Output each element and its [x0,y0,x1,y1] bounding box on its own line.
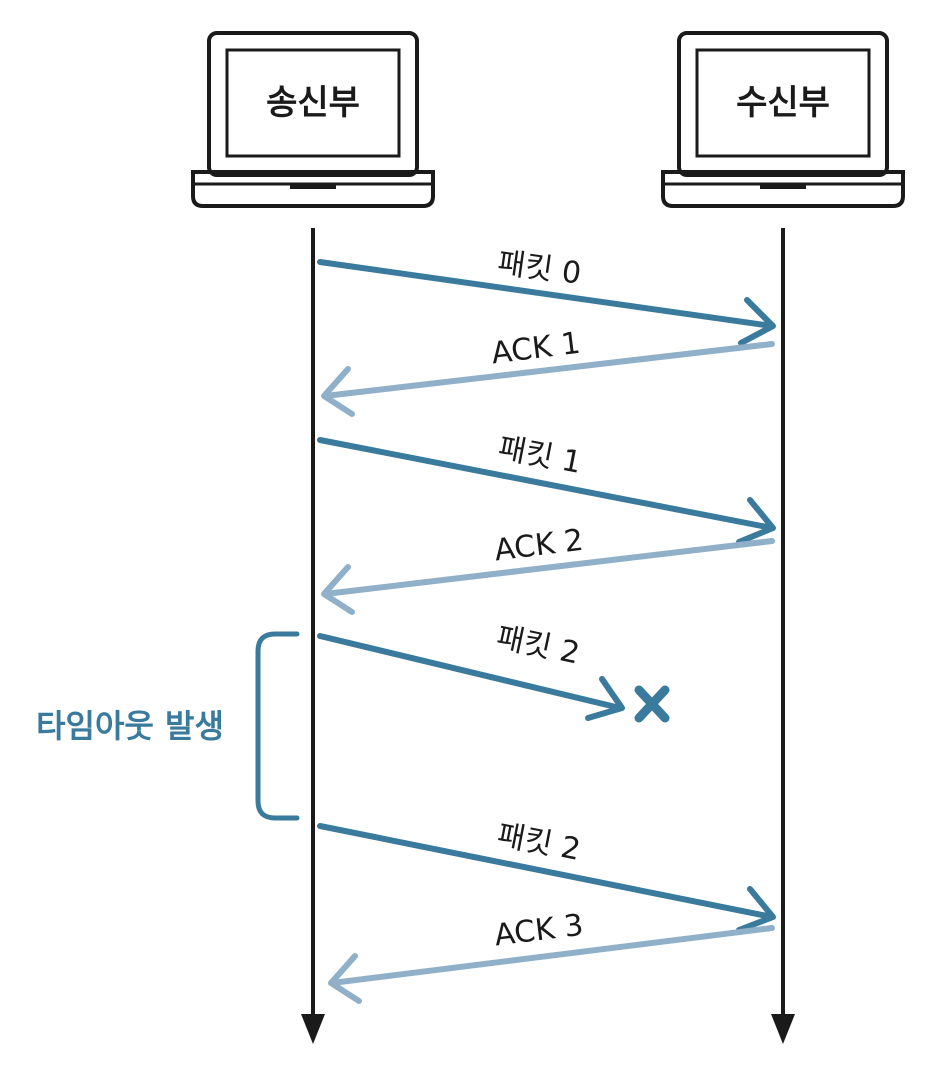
message-ack-3: ACK 3 [328,908,775,1004]
message-label: ACK 3 [492,908,585,954]
message-label: 패킷 0 [495,245,583,291]
sender-laptop: 송신부 [191,31,435,208]
arrowhead-icon [736,497,776,545]
receiver-lifeline [771,228,795,1044]
timeout-label: 타임아웃 발생 [36,707,224,745]
message-packet-0: 패킷 0 [317,245,776,346]
message-ack-1: ACK 1 [321,326,775,417]
message-label: ACK 1 [489,326,582,372]
arrowhead-icon [738,297,776,346]
arrow-down-icon [771,1014,795,1044]
arrowhead-icon [321,366,355,417]
message-packet-2-resend: 패킷 2 [317,817,776,933]
timeout-bracket: 타임아웃 발생 [36,631,300,821]
x-icon [634,685,670,723]
arrowhead-icon [328,953,362,1004]
message-packet-2-lost: 패킷 2 [317,620,670,723]
arrowhead-icon [321,564,355,615]
message-label: 패킷 1 [495,430,584,480]
arrow-down-icon [301,1014,325,1044]
message-packet-1: 패킷 1 [317,430,776,545]
arrowhead-icon [585,676,625,721]
receiver-laptop: 수신부 [661,31,905,208]
laptop-icon [191,31,435,208]
message-label: 패킷 2 [493,620,582,672]
receiver-label: 수신부 [736,83,830,123]
laptop-icon [661,31,905,208]
arrowhead-icon [736,886,776,933]
message-label: ACK 2 [492,523,585,569]
message-label: 패킷 2 [494,817,583,867]
sender-label: 송신부 [266,83,360,123]
sender-lifeline [301,228,325,1044]
message-ack-2: ACK 2 [321,523,775,615]
